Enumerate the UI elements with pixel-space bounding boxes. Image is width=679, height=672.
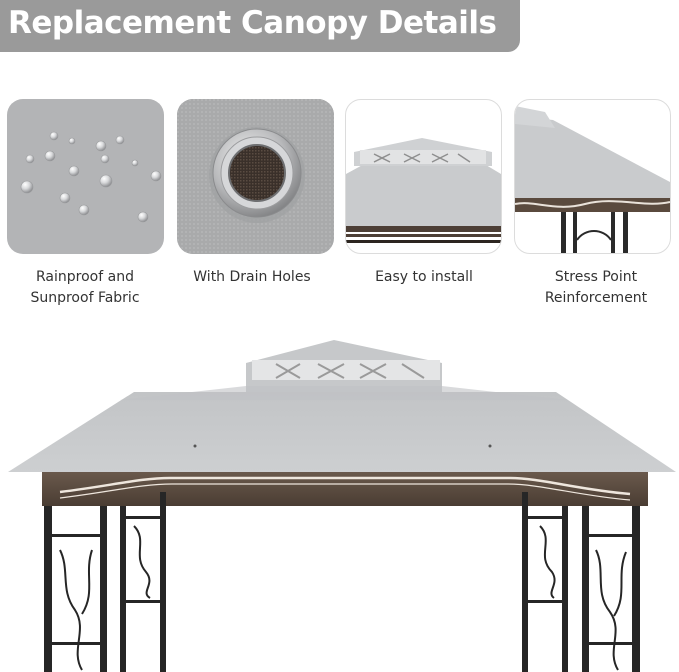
feature-caption-rainproof: Rainproof and Sunproof Fabric (30, 269, 140, 306)
title-banner: Replacement Canopy Details (0, 0, 520, 52)
feature-tile-rainproof (7, 99, 164, 254)
water-droplets-icon (20, 131, 162, 223)
feature-tile-easy-install (345, 99, 502, 254)
canopy-top-icon (346, 138, 501, 243)
gazebo-canopy-image (8, 340, 676, 672)
banner-title: Replacement Canopy Details (8, 5, 497, 41)
feature-tile-drain-holes (177, 99, 334, 254)
feature-caption-easy-install: Easy to install (375, 269, 473, 285)
feature-caption-drain-holes: With Drain Holes (193, 269, 311, 285)
canopy-corner-icon (515, 106, 670, 253)
feature-tile-stress-point (514, 99, 671, 254)
feature-caption-stress-point: Stress Point Reinforcement (544, 269, 648, 306)
grommet-icon (177, 99, 334, 254)
